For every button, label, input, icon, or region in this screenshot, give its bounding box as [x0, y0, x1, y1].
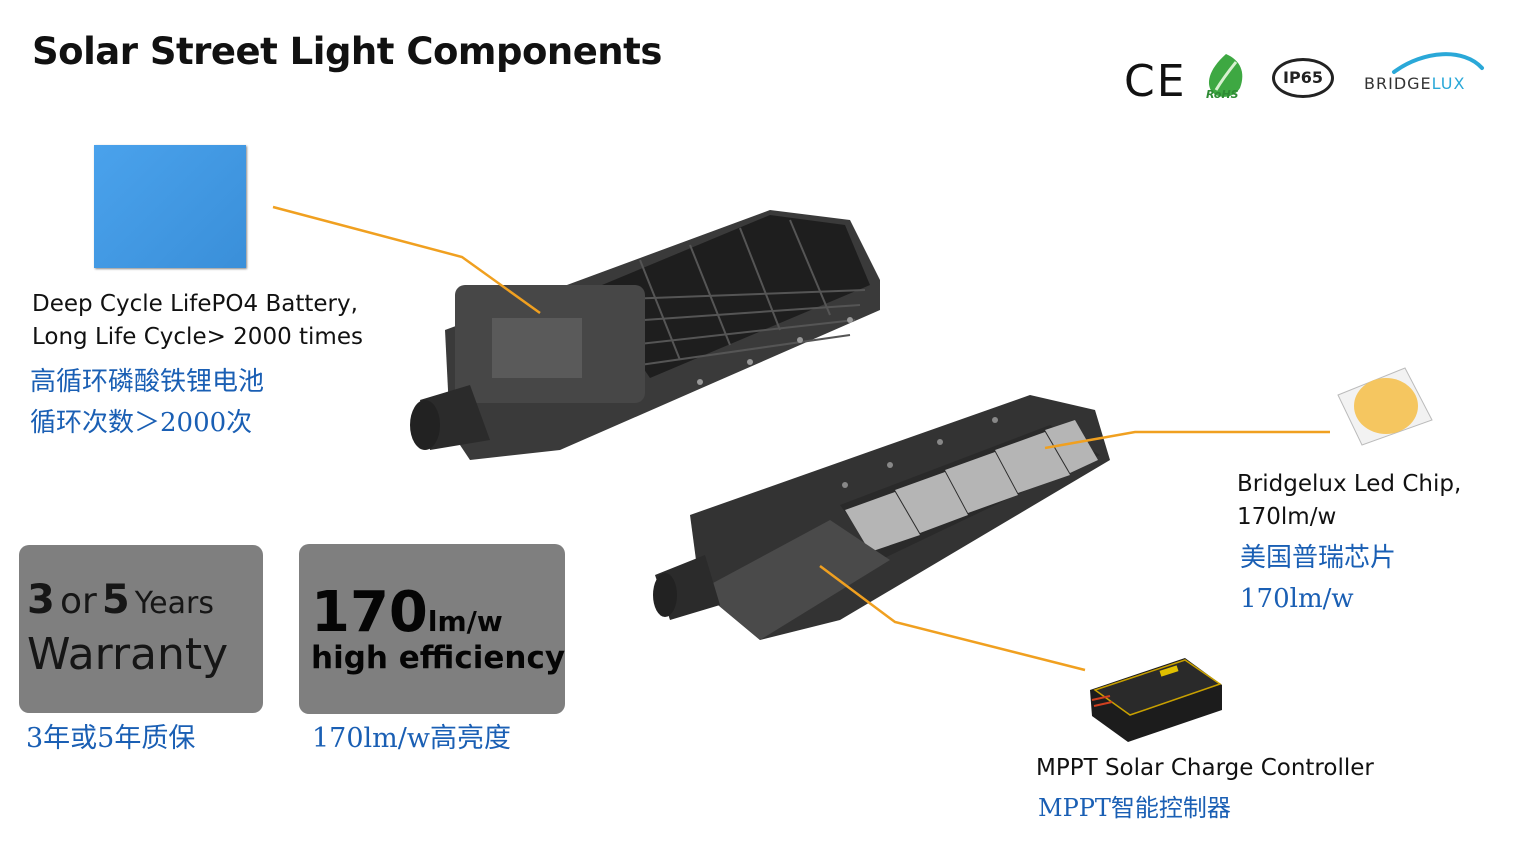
controller-leader-line: [819, 564, 1086, 672]
bridgelux-logo: BRIDGELUX: [1364, 50, 1488, 100]
street-light-bottom-view: [653, 395, 1110, 640]
chip-label-cn: 美国普瑞芯片 170lm/w: [1240, 538, 1396, 620]
battery-label-line2: Long Life Cycle> 2000 times: [32, 324, 363, 350]
efficiency-num-line: 170lm/w: [311, 580, 503, 645]
controller-label-line1: MPPT Solar Charge Controller: [1036, 755, 1374, 781]
controller-label: MPPT Solar Charge Controller: [1036, 752, 1374, 785]
certification-logos: CE RoHS IP65 BRIDGELUX: [1120, 50, 1490, 110]
chip-label-line2: 170lm/w: [1237, 504, 1337, 530]
ce-logo: CE: [1124, 56, 1187, 107]
warranty-word: Warranty: [27, 629, 229, 680]
chip-label-cn2: 170lm/w: [1240, 584, 1354, 614]
chip-leader-line: [1044, 430, 1330, 450]
warranty-n1: 3: [27, 577, 55, 623]
battery-label-cn1: 高循环磷酸铁锂电池: [30, 367, 265, 397]
efficiency-text: high efficiency: [311, 640, 566, 676]
page-title: Solar Street Light Components: [32, 30, 662, 73]
controller-label-cn: MPPT智能控制器: [1038, 794, 1231, 822]
ip65-logo: IP65: [1272, 58, 1334, 98]
warranty-years-line: 3 or 5 Years: [27, 577, 214, 623]
warranty-box: 3 or 5 Years Warranty: [19, 545, 263, 713]
battery-label-line1: Deep Cycle LifePO4 Battery,: [32, 291, 358, 317]
chip-label-cn1: 美国普瑞芯片: [1240, 543, 1397, 573]
led-chip-image: [1337, 367, 1433, 446]
battery-label-cn: 高循环磷酸铁锂电池 循环次数＞2000次: [30, 362, 264, 444]
battery-label: Deep Cycle LifePO4 Battery, Long Life Cy…: [32, 288, 363, 354]
warranty-years: Years: [134, 586, 214, 621]
warranty-label-cn: 3年或5年质保: [26, 723, 196, 754]
rohs-logo: RoHS: [1200, 50, 1252, 104]
chip-label: Bridgelux Led Chip, 170lm/w: [1237, 468, 1461, 534]
warranty-or: or: [59, 581, 97, 622]
warranty-n2: 5: [101, 577, 130, 623]
bridgelux-text-a: BRIDGE: [1364, 74, 1432, 93]
street-light-top-view: [410, 210, 880, 460]
efficiency-box: 170lm/w high efficiency: [299, 544, 565, 714]
efficiency-label-cn: 170lm/w高亮度: [312, 723, 511, 754]
battery-label-cn2: 循环次数＞2000次: [30, 408, 253, 438]
efficiency-number: 170: [311, 580, 428, 645]
battery-leader-line: [272, 205, 541, 315]
chip-label-line1: Bridgelux Led Chip,: [1237, 471, 1462, 497]
leader-lines: [272, 205, 1330, 672]
rohs-label: RoHS: [1206, 88, 1239, 101]
mppt-controller-image: [1090, 658, 1222, 742]
battery-image: [94, 145, 246, 268]
efficiency-unit: lm/w: [427, 605, 503, 638]
bridgelux-text-b: LUX: [1431, 74, 1466, 93]
